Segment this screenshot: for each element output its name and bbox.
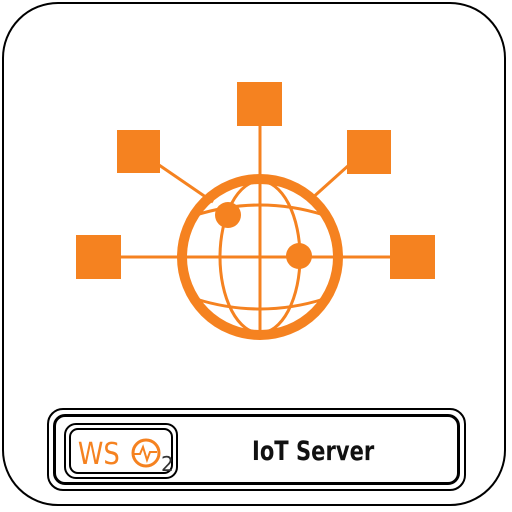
pulse-icon: [134, 444, 157, 464]
wso2-letters: WS: [78, 436, 120, 471]
product-title: IoT Server: [252, 436, 375, 467]
wso2-subscript: 2: [161, 452, 174, 476]
product-label-inner: WS 2 IoT Server: [53, 414, 460, 485]
device-node-right: [390, 235, 435, 279]
connector-line: [308, 163, 351, 202]
device-node-upper-left: [117, 130, 160, 173]
node-dot: [215, 202, 241, 228]
node-dot: [286, 243, 312, 269]
device-node-upper-right: [347, 130, 391, 174]
wso2-o-icon: [131, 438, 161, 468]
product-label-banner: WS 2 IoT Server: [47, 408, 466, 491]
wso2-logo: WS 2: [64, 423, 178, 479]
device-node-top: [237, 82, 282, 126]
device-node-left: [76, 235, 121, 279]
wso2-logo-mark: WS 2: [78, 436, 174, 476]
globe-outline: [177, 174, 343, 340]
